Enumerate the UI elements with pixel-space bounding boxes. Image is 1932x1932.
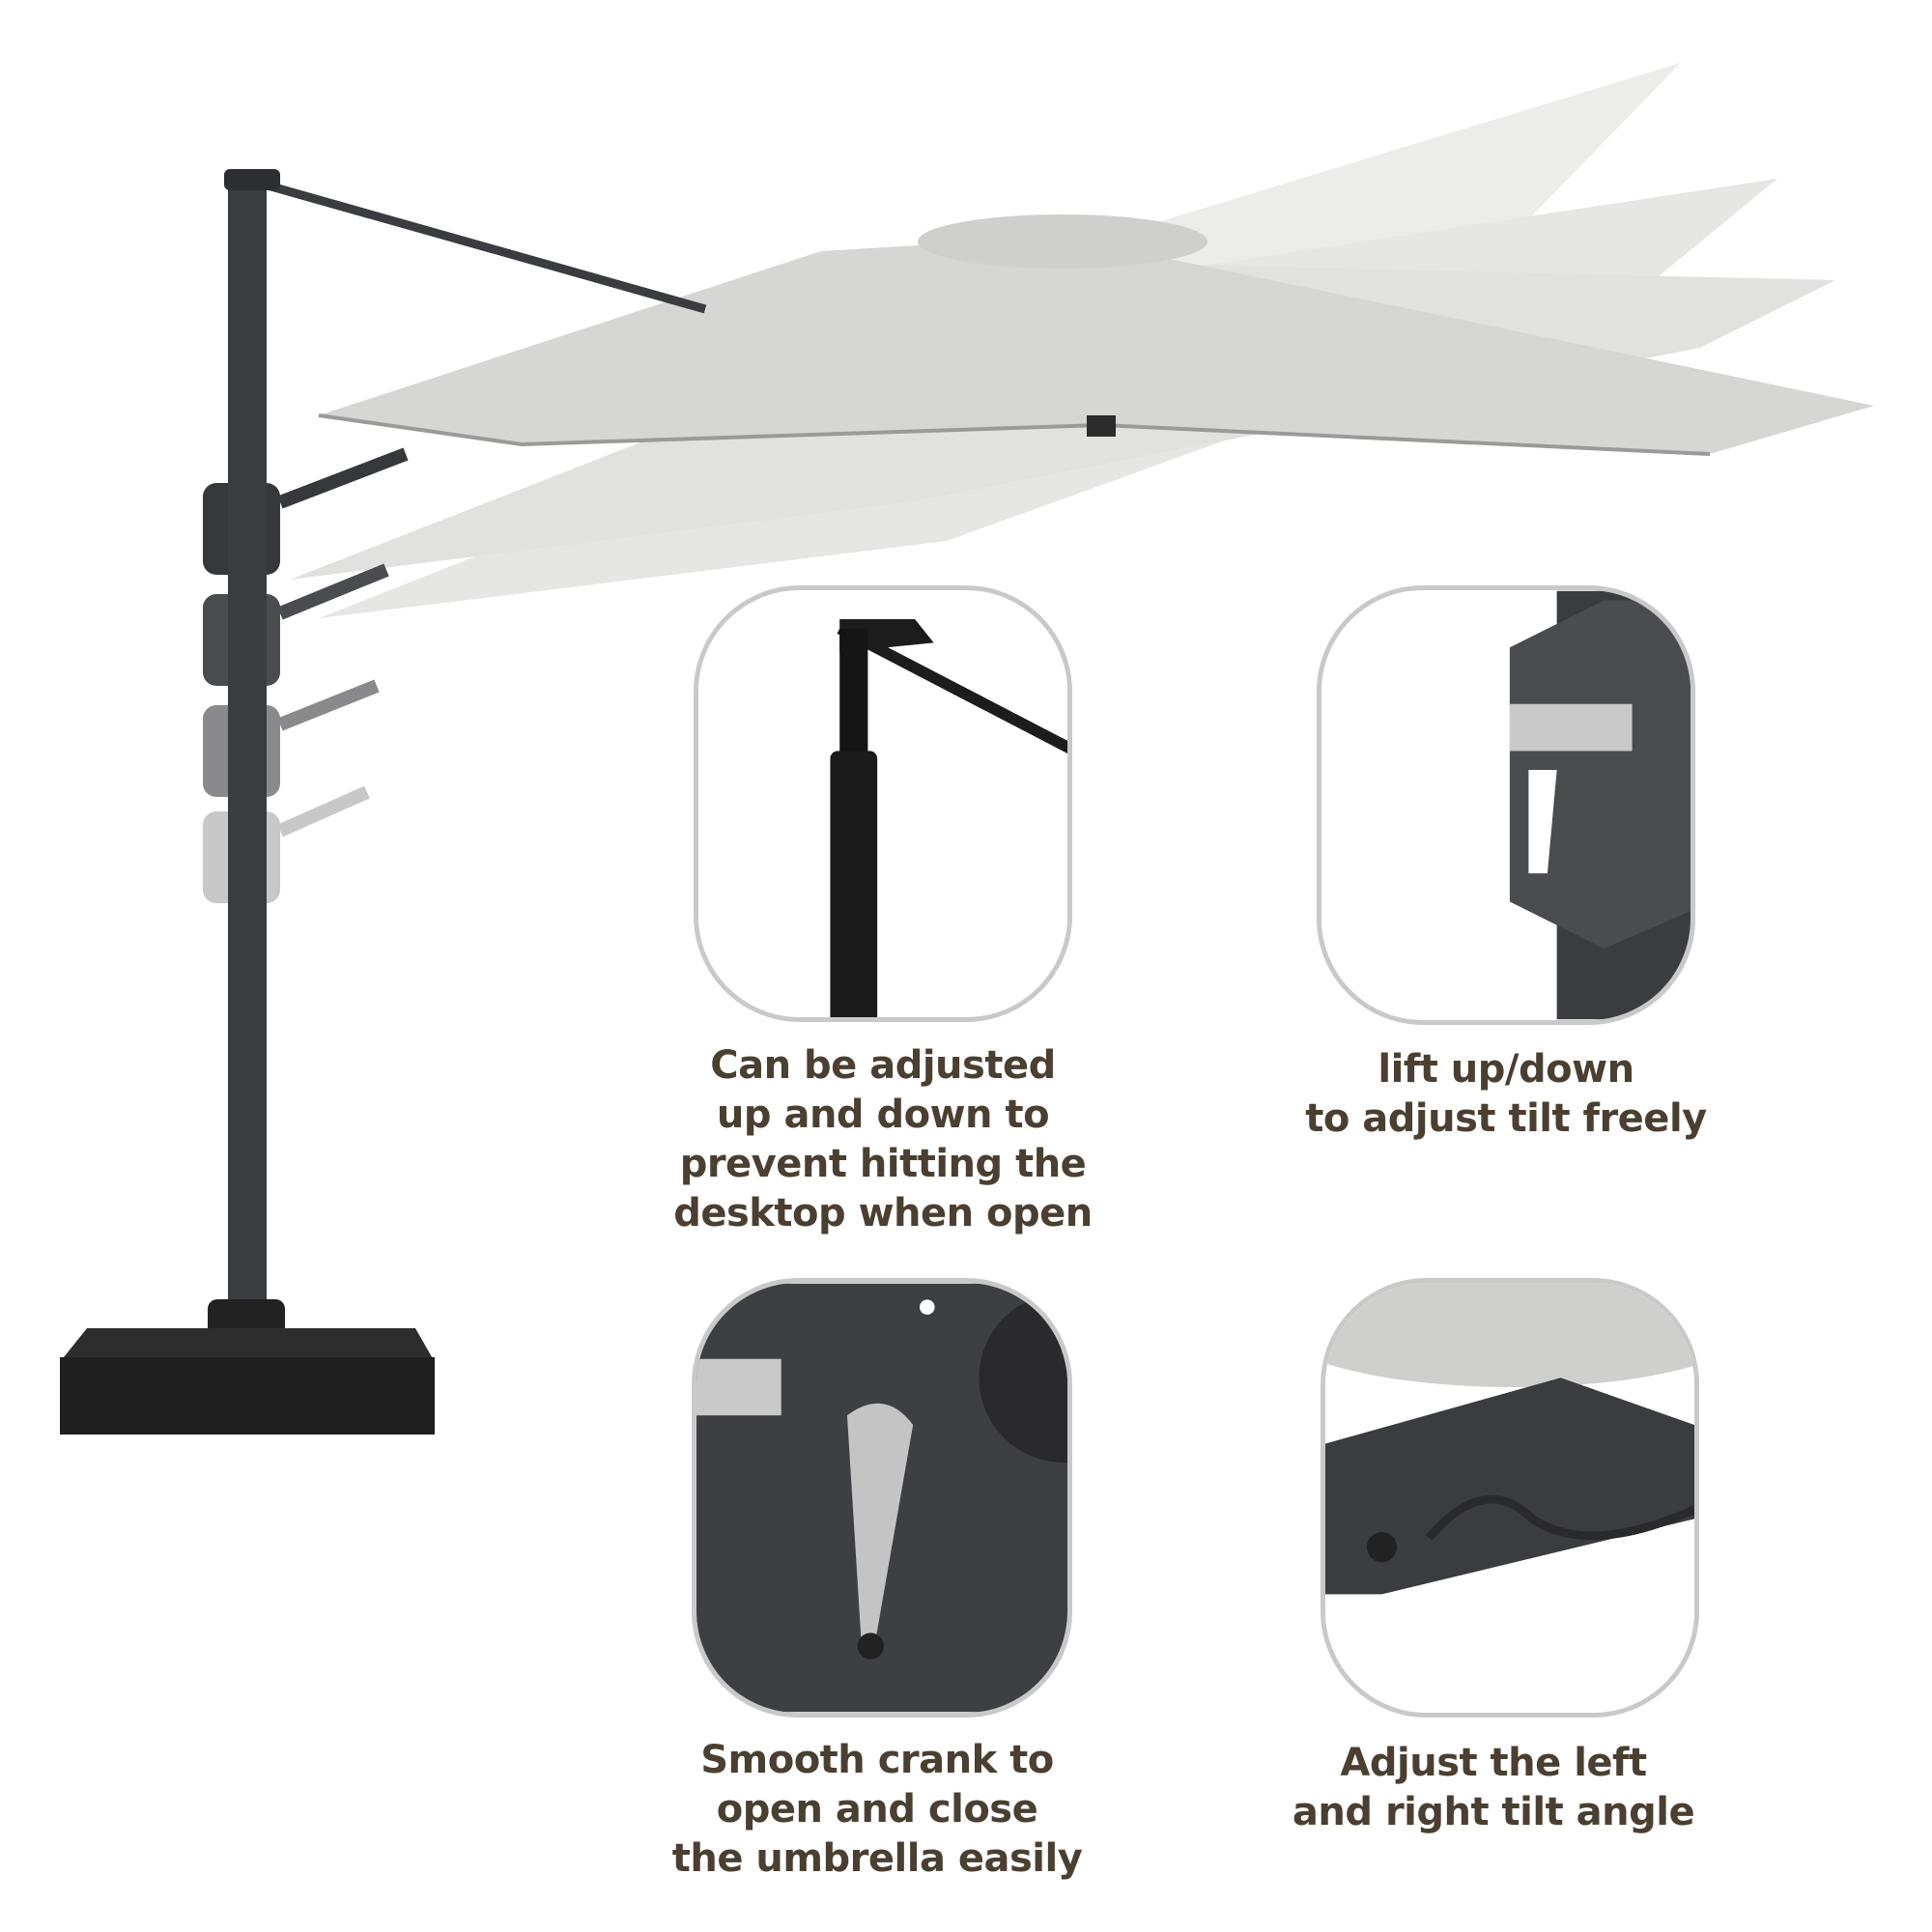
crank-handle-closeup-icon [696, 1283, 1067, 1713]
support-strut [259, 179, 707, 314]
feature-panel-tilt-lift [1317, 585, 1695, 1025]
caption-side-tilt: Adjust the left and right tilt angle [1292, 1741, 1695, 1834]
feature-panel-crank [692, 1278, 1072, 1718]
canopy-layer-front [319, 237, 1874, 454]
umbrella-base [60, 1299, 435, 1435]
telescopic-pole-closeup-icon [698, 590, 1067, 1017]
caption-crank: Smooth crank to open and close the umbre… [671, 1738, 1083, 1881]
umbrella-pole [228, 172, 267, 1321]
feature-panel-height-adjust [694, 585, 1072, 1022]
tilt-handle-closeup-icon [1321, 590, 1690, 1020]
caption-height-adjust: Can be adjusted up and down to prevent h… [673, 1043, 1093, 1236]
canopy-vent [918, 214, 1208, 269]
caption-tilt-lift: lift up/down to adjust tilt freely [1305, 1047, 1707, 1141]
side-tilt-lever-closeup-icon [1325, 1283, 1694, 1713]
feature-panel-side-tilt [1321, 1278, 1699, 1718]
canopy-tilt-positions [290, 63, 1874, 618]
